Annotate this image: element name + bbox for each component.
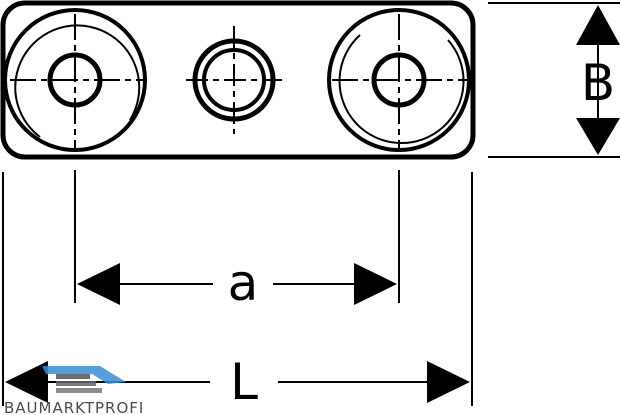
left-fitting-inner-arc <box>14 24 141 138</box>
middle-fitting <box>186 26 282 134</box>
spacing-label: a <box>228 254 259 312</box>
right-fitting <box>327 8 471 152</box>
length-arrow-left <box>5 361 48 403</box>
watermark-logo: BAUMARKTPROFI <box>4 366 144 415</box>
watermark-bar-1 <box>56 374 90 379</box>
watermark-text: BAUMARKTPROFI <box>4 399 144 415</box>
spacing-dimension: a <box>74 170 400 312</box>
mounting-plate <box>0 0 476 160</box>
left-fitting <box>3 8 147 152</box>
length-arrow-right <box>427 361 470 403</box>
height-arrow-down <box>576 118 620 155</box>
height-dimension: B <box>488 2 620 158</box>
watermark-bar-2 <box>56 381 96 386</box>
length-label: L <box>230 353 258 411</box>
height-arrow-up <box>576 5 620 45</box>
spacing-arrow-left <box>77 263 120 305</box>
spacing-arrow-right <box>354 263 397 305</box>
watermark-bar-3 <box>56 388 102 393</box>
watermark-roof-icon <box>42 366 126 384</box>
right-fitting-inner-arc <box>338 34 465 145</box>
length-dimension: L <box>2 172 473 411</box>
height-label: B <box>581 54 615 112</box>
